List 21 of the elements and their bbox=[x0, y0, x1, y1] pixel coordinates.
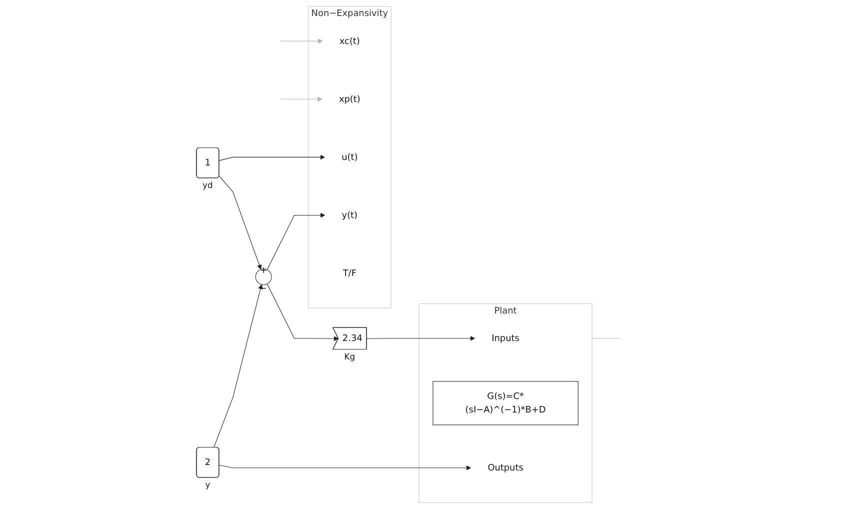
arrow bbox=[280, 38, 322, 44]
node-text: T/F bbox=[342, 268, 356, 278]
node-text: Inputs bbox=[491, 332, 519, 344]
arrow bbox=[218, 154, 325, 161]
arrow bbox=[218, 176, 262, 270]
arrow bbox=[280, 96, 322, 102]
node-text: u(t) bbox=[341, 152, 358, 162]
arrow bbox=[266, 212, 325, 270]
arrow bbox=[218, 464, 471, 470]
block-name: y bbox=[204, 479, 210, 490]
node-text: Outputs bbox=[487, 462, 523, 473]
node-box: G(s)=C*(sI−A)^(−1)*B+D bbox=[432, 381, 578, 426]
block-name: yd bbox=[202, 180, 212, 190]
arrow bbox=[266, 284, 338, 342]
node-text: xc(t) bbox=[338, 36, 360, 46]
block-name: Kg bbox=[344, 351, 355, 362]
node-text: y(t) bbox=[341, 210, 358, 220]
arrow bbox=[366, 336, 475, 341]
connector bbox=[591, 338, 620, 339]
node-text: xp(t) bbox=[338, 94, 360, 104]
arrow bbox=[213, 284, 262, 448]
